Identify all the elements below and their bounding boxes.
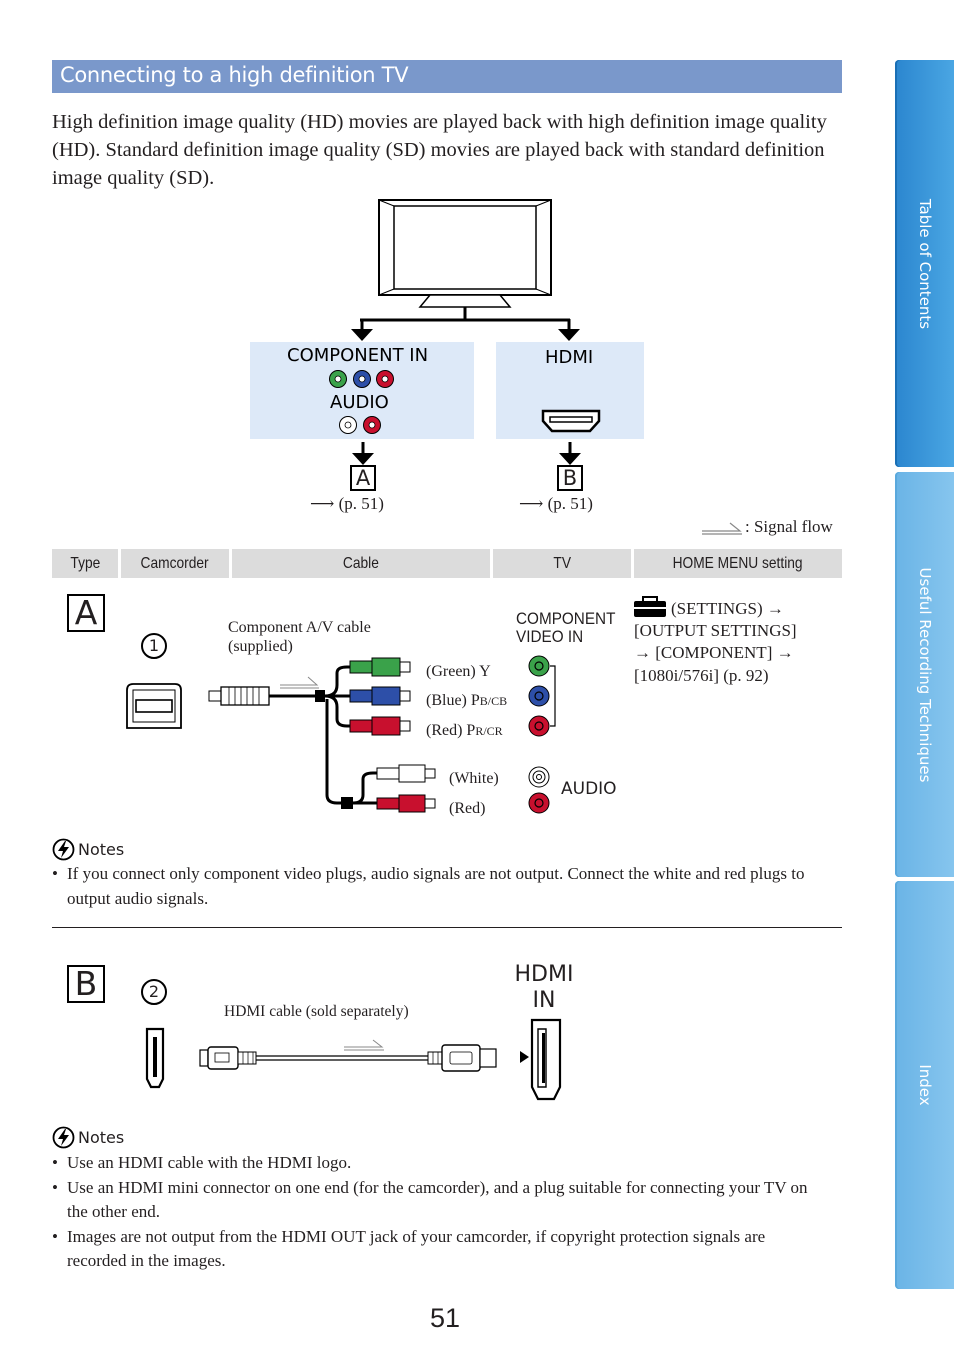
ref-b-text: (p. 51) (547, 494, 593, 513)
tab-table-of-contents[interactable]: Table of Contents (895, 60, 954, 467)
green-y-label: (Green) Y (426, 663, 491, 680)
camcorder-number-2: 2 (141, 979, 167, 1005)
setting-line-2: [OUTPUT SETTINGS] (634, 621, 797, 640)
header-tv: TV (493, 549, 631, 578)
red-audio-label: (Red) (449, 800, 486, 817)
notes-b-heading: Notes (78, 1128, 125, 1147)
component-cable-label: Component A/V cable (supplied) (228, 619, 371, 655)
tab-label: Index (915, 1064, 934, 1106)
tab-index[interactable]: Index (895, 881, 954, 1289)
tab-label: Table of Contents (915, 198, 934, 329)
page-number: 51 (430, 1303, 461, 1333)
notes-a-heading: Notes (78, 840, 125, 859)
component-in-label: COMPONENT IN (287, 345, 429, 366)
diagram-letter-a[interactable]: A (350, 465, 376, 491)
signal-flow-label: : Signal flow (745, 517, 833, 536)
notes-icon (52, 838, 75, 861)
panel-arrows (352, 442, 581, 465)
notes-b-list: Use an HDMI cable with the HDMI logo. Us… (52, 1151, 827, 1274)
section-title-bar: Connecting to a high definition TV (52, 60, 842, 93)
header-home-menu: HOME MENU setting (634, 549, 842, 578)
right-arrow-icon: ⟶ (310, 494, 335, 513)
hdmi-mini-jack-camcorder-icon (145, 1027, 165, 1089)
ref-a-text: (p. 51) (338, 494, 384, 513)
component-jacks (329, 370, 394, 388)
blue-pb-label: (Blue) PB/CB (426, 692, 508, 709)
signal-flow-arrow-icon (702, 522, 742, 535)
tv-hdmi-in-label: HDMI IN (514, 962, 574, 1013)
ref-b-link[interactable]: ⟶ (p. 51) (519, 494, 593, 514)
list-item: If you connect only component video plug… (52, 862, 822, 911)
header-cable: Cable (232, 549, 490, 578)
red-pr-label: (Red) PR/CR (426, 722, 503, 739)
component-av-cable (208, 657, 436, 813)
hdmi-label: HDMI (545, 347, 594, 368)
section-b-letter: B (67, 965, 105, 1003)
list-item: Use an HDMI mini connector on one end (f… (52, 1176, 827, 1225)
hdmi-cable-label: HDMI cable (sold separately) (224, 1003, 409, 1020)
audio-jacks (339, 416, 381, 434)
list-item: Use an HDMI cable with the HDMI logo. (52, 1151, 827, 1176)
header-type: Type (52, 549, 118, 578)
ref-a-link[interactable]: ⟶ (p. 51) (310, 494, 384, 514)
notes-a-list: If you connect only component video plug… (52, 862, 822, 911)
list-item: Images are not output from the HDMI OUT … (52, 1225, 827, 1274)
setting-line-1: (SETTINGS) → (671, 599, 784, 618)
white-label: (White) (449, 770, 499, 787)
component-panel (250, 342, 474, 439)
settings-toolbox-icon (634, 596, 666, 617)
tv-component-video-in-label: COMPONENT VIDEO IN (516, 609, 616, 646)
tab-useful-recording-techniques[interactable]: Useful Recording Techniques (895, 472, 954, 877)
right-arrow-icon: ⟶ (519, 494, 544, 513)
hdmi-port-icon (541, 409, 601, 433)
section-divider (52, 927, 842, 928)
setting-line-4: [1080i/576i] (p. 92) (634, 666, 769, 685)
component-jack-camcorder-icon (126, 683, 182, 729)
hdmi-cable (199, 1039, 497, 1072)
diagram-letter-b[interactable]: B (557, 465, 583, 491)
setting-line-3: → [COMPONENT] → (634, 643, 794, 662)
tv-hdmi-in-jack-icon (520, 1018, 562, 1101)
camcorder-number-1: 1 (141, 633, 167, 659)
tv-illustration (351, 199, 580, 341)
intro-paragraph: High definition image quality (HD) movie… (52, 111, 827, 189)
tv-audio-label: AUDIO (561, 779, 617, 799)
page-title: Connecting to a high definition TV (60, 63, 409, 87)
tv-component-jacks (528, 655, 556, 814)
notes-icon (52, 1126, 75, 1149)
section-a-letter: A (67, 594, 105, 632)
tab-label: Useful Recording Techniques (915, 567, 934, 782)
audio-label: AUDIO (330, 392, 389, 413)
header-camcorder: Camcorder (121, 549, 229, 578)
